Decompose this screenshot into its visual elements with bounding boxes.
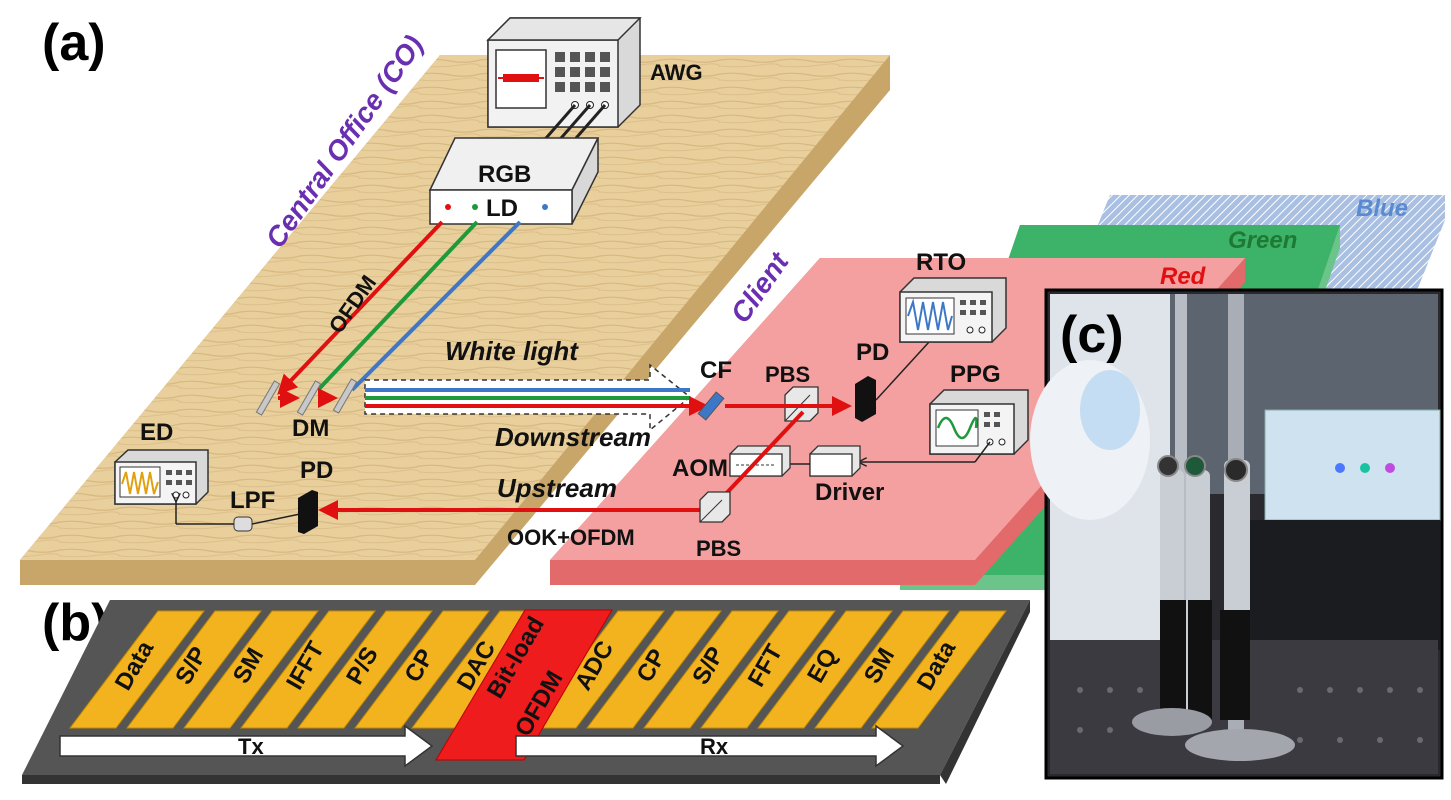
cf-label: CF (700, 357, 732, 384)
aom-modulator (729, 445, 791, 477)
ppg-instrument (929, 389, 1029, 455)
rgb-label: RGB (478, 161, 531, 188)
pbs-bottom-label: PBS (696, 536, 741, 561)
ed-instrument (114, 449, 209, 505)
rgb-ld-box (428, 137, 600, 225)
rx-block (585, 610, 723, 729)
tx-block (296, 610, 434, 729)
lpf-label: LPF (230, 487, 275, 514)
ppg-driver-cable (860, 441, 991, 462)
rx-label: Rx (700, 734, 729, 759)
panel-label-a: (a) (42, 14, 106, 72)
white-light-label: White light (445, 336, 579, 366)
co-pd-label: PD (300, 457, 333, 484)
dm-label: DM (292, 415, 329, 442)
pbs-bottom (699, 491, 731, 523)
downstream-label: Downstream (495, 422, 651, 452)
tx-block (353, 610, 491, 729)
ppg-label: PPG (950, 361, 1001, 388)
white-light-bundle (364, 363, 709, 432)
tx-block (125, 610, 263, 729)
green-layer-label: Green (1228, 227, 1297, 254)
ld-label: LD (486, 195, 518, 222)
rto-instrument (899, 277, 1007, 343)
tx-block (182, 610, 320, 729)
tx-block (239, 610, 377, 729)
pbs-top-label: PBS (765, 362, 810, 387)
awg-instrument (486, 17, 642, 128)
rx-block (756, 610, 894, 729)
co-photodiode (298, 490, 318, 534)
driver-label: Driver (815, 479, 884, 506)
client-pd-label: PD (856, 339, 889, 366)
rx-block (870, 610, 1008, 729)
middle-ofdm-block (435, 609, 613, 761)
lpf-filter (176, 500, 301, 532)
ed-label: ED (140, 419, 173, 446)
rto-label: RTO (916, 249, 966, 276)
upstream-route (718, 410, 805, 502)
dichroic-mirrors (255, 378, 358, 416)
color-filter (697, 391, 725, 421)
ook-ofdm-label: OOK+OFDM (507, 525, 635, 550)
laser-beams-down (277, 220, 522, 395)
awg-label: AWG (650, 60, 703, 85)
aom-label: AOM (672, 455, 728, 482)
lab-photo (1030, 288, 1444, 780)
client-photodiode (855, 376, 876, 422)
blue-layer-label: Blue (1356, 195, 1408, 222)
tx-label: Tx (238, 734, 264, 759)
central-office-board (20, 55, 890, 585)
rx-block (642, 610, 780, 729)
red-layer-label: Red (1160, 263, 1207, 290)
upstream-label: Upstream (497, 473, 617, 503)
tx-block (68, 610, 206, 729)
rx-block (699, 610, 837, 729)
tx-arrow (59, 724, 434, 768)
panel-label-c: (c) (1060, 306, 1124, 364)
driver-box (809, 445, 861, 477)
rx-block (813, 610, 951, 729)
rx-arrow (515, 724, 905, 768)
